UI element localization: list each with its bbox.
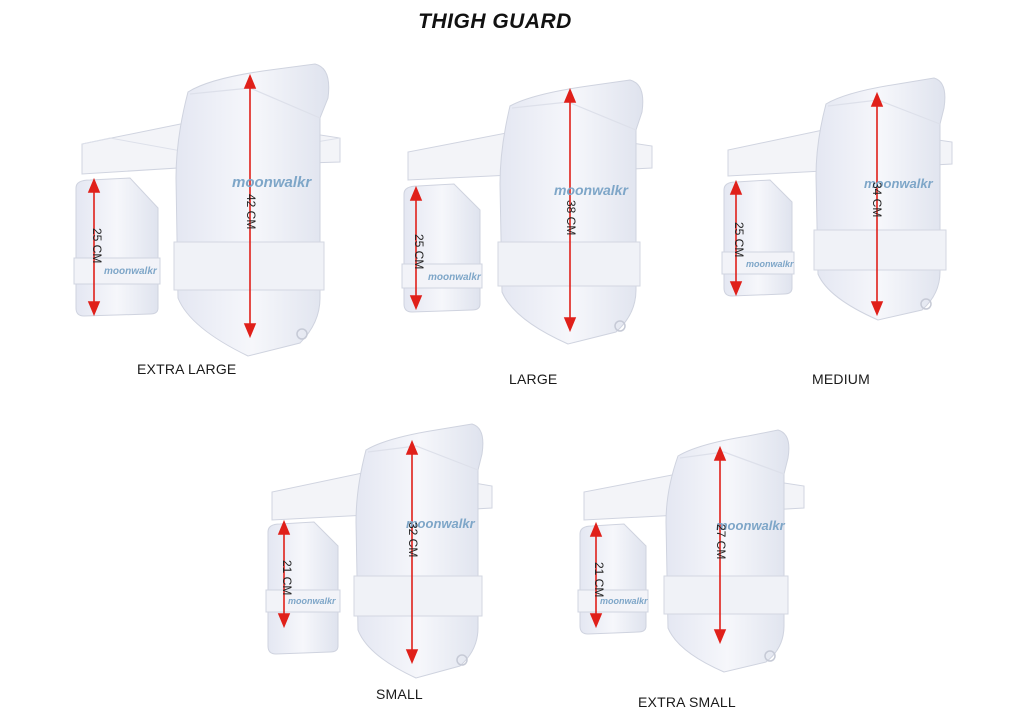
inner-length-label: 25 CM	[90, 228, 104, 264]
size-label-small: SMALL	[376, 686, 423, 702]
size-label-large: LARGE	[509, 371, 558, 387]
brand-logo-inner: moonwalkr	[104, 266, 157, 277]
main-length-label: 38 CM	[564, 200, 578, 236]
brand-logo-main: moonwalkr	[554, 182, 628, 198]
brand-logo-inner: moonwalkr	[288, 596, 336, 606]
inner-length-label: 21 CM	[592, 562, 606, 598]
guard-extra-large: moonwalkr moonwalkr 42 CM 25 CM	[70, 58, 341, 378]
thigh-guard-illustration	[577, 429, 805, 673]
brand-logo-inner: moonwalkr	[746, 259, 794, 269]
thigh-guard-illustration	[73, 63, 341, 357]
brand-logo-main: moonwalkr	[864, 176, 933, 191]
page-title: THIGH GUARD	[418, 10, 572, 33]
brand-logo-inner: moonwalkr	[600, 596, 648, 606]
inner-length-label: 25 CM	[732, 222, 746, 258]
main-length-label: 27 CM	[714, 524, 728, 560]
main-length-label: 34 CM	[870, 182, 884, 218]
thigh-guard-illustration	[265, 423, 493, 679]
guard-small: moonwalkr moonwalkr 32 CM 21 CM	[265, 423, 496, 688]
inner-length-label: 25 CM	[412, 234, 426, 270]
thigh-guard-illustration	[721, 77, 953, 321]
brand-logo-main: moonwalkr	[232, 174, 312, 191]
brand-logo-main: moonwalkr	[406, 516, 475, 531]
size-label-extra-large: EXTRA LARGE	[137, 361, 237, 377]
main-length-label: 42 CM	[244, 194, 258, 230]
size-label-extra-small: EXTRA SMALL	[638, 694, 736, 710]
guard-extra-small: moonwalkr moonwalkr 27 CM 21 CM	[577, 429, 808, 680]
size-label-medium: MEDIUM	[812, 371, 870, 387]
inner-length-label: 21 CM	[280, 560, 294, 596]
thigh-guard-illustration	[401, 79, 653, 345]
main-length-label: 32 CM	[406, 522, 420, 558]
guard-medium: moonwalkr moonwalkr 34 CM 25 CM	[721, 76, 953, 326]
guard-large: moonwalkr moonwalkr 38 CM 25 CM	[401, 76, 653, 366]
brand-logo-inner: moonwalkr	[428, 272, 481, 283]
brand-logo-main: moonwalkr	[716, 518, 785, 533]
